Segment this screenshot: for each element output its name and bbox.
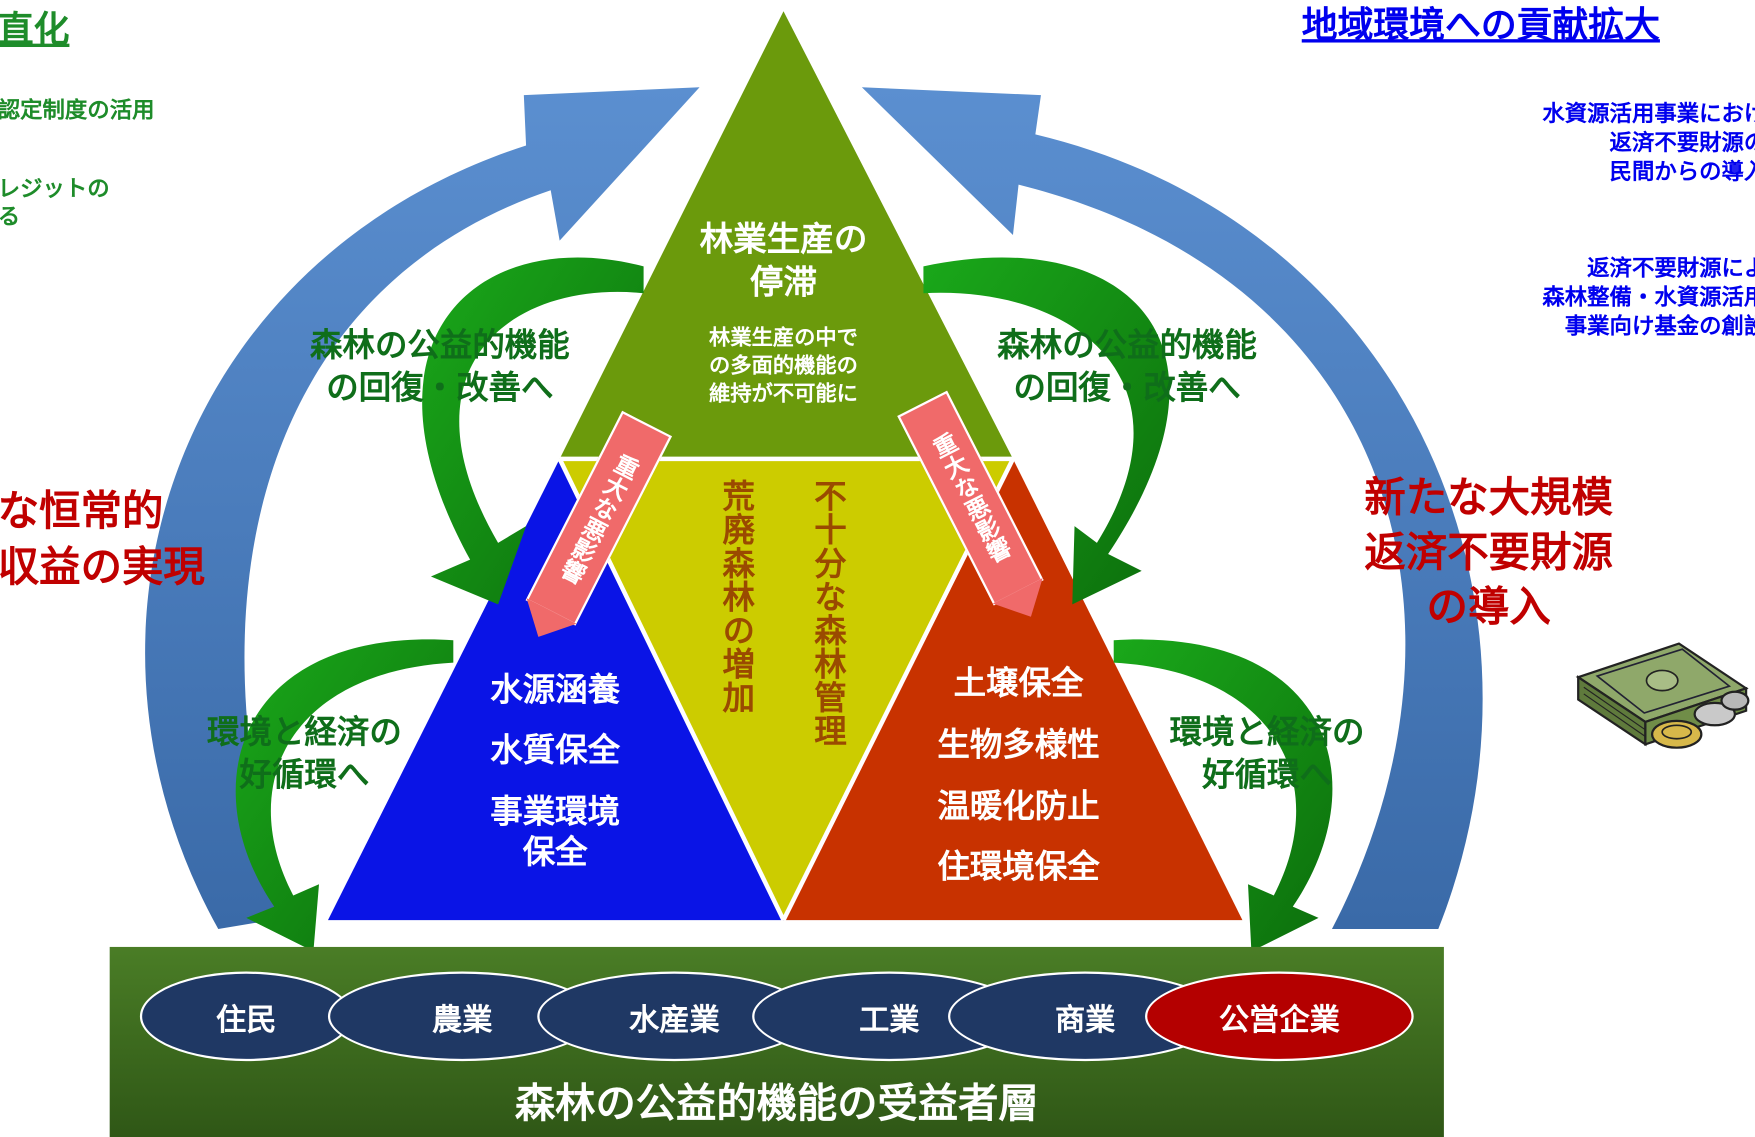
center-col-1: 荒廃森林の増加 xyxy=(717,479,756,715)
left-result: な恒常的 収益の実現 xyxy=(0,486,205,591)
green-arrow-lower-left xyxy=(235,639,454,952)
left-triangle-line-3: 事業環境 保全 xyxy=(490,792,621,872)
green-arrow-lower-right xyxy=(1113,639,1333,952)
arrow-label-upper-left: 森林の公益的機能 の回復・改善へ xyxy=(310,325,570,406)
arrow-label-upper-right: 森林の公益的機能 の回復・改善へ xyxy=(997,325,1257,406)
left-item-2: レジットの る xyxy=(0,174,110,230)
coins-icon xyxy=(1650,690,1750,749)
right-triangle-line-3: 温暖化防止 xyxy=(937,786,1100,825)
arrow-label-lower-right: 環境と経済の 好循環へ xyxy=(1169,712,1365,794)
top-triangle-body: 林業生産の中で の多面的機能の 維持が不可能に xyxy=(709,325,858,407)
triangle-left xyxy=(327,458,784,921)
right-item-2: 返済不要財源によ 森林整備・水資源活用 事業向け基金の創設 xyxy=(1542,254,1755,340)
triangle-top xyxy=(559,11,1013,459)
outer-arrow-left xyxy=(145,87,700,930)
right-heading: 地域環境への貢献拡大 xyxy=(1301,3,1660,46)
group-residents: 住民 xyxy=(139,971,353,1062)
left-triangle-line-2: 水質保全 xyxy=(490,730,621,769)
triangle-right xyxy=(783,458,1243,921)
right-triangle-line-4: 住環境保全 xyxy=(937,847,1100,886)
outer-arrow-right xyxy=(861,87,1483,930)
arrow-label-lower-left: 環境と経済の 好循環へ xyxy=(207,712,402,794)
left-heading: 直化 xyxy=(0,7,70,51)
green-arrow-upper-right xyxy=(923,257,1170,605)
right-result: 新たな大規模 返済不要財源 の導入 xyxy=(1364,473,1613,632)
beneficiary-caption: 森林の公益的機能の受益者層 xyxy=(514,1081,1039,1128)
center-col-2: 不十分な森林管理 xyxy=(809,479,848,748)
left-triangle-line-1: 水源涵養 xyxy=(490,670,621,709)
triangle-center xyxy=(559,458,1013,921)
top-triangle-title: 林業生産の 停滞 xyxy=(699,220,868,303)
right-triangle-line-1: 土壌保全 xyxy=(953,663,1084,702)
right-item-1: 水資源活用事業におけ 返済不要財源の 民間からの導入 xyxy=(1542,99,1755,185)
right-triangle-line-2: 生物多様性 xyxy=(937,725,1100,764)
group-public-enterprise: 公営企業 xyxy=(1145,971,1414,1062)
left-item-1: 認定制度の活用 xyxy=(0,96,155,124)
green-arrow-upper-left xyxy=(422,257,644,605)
